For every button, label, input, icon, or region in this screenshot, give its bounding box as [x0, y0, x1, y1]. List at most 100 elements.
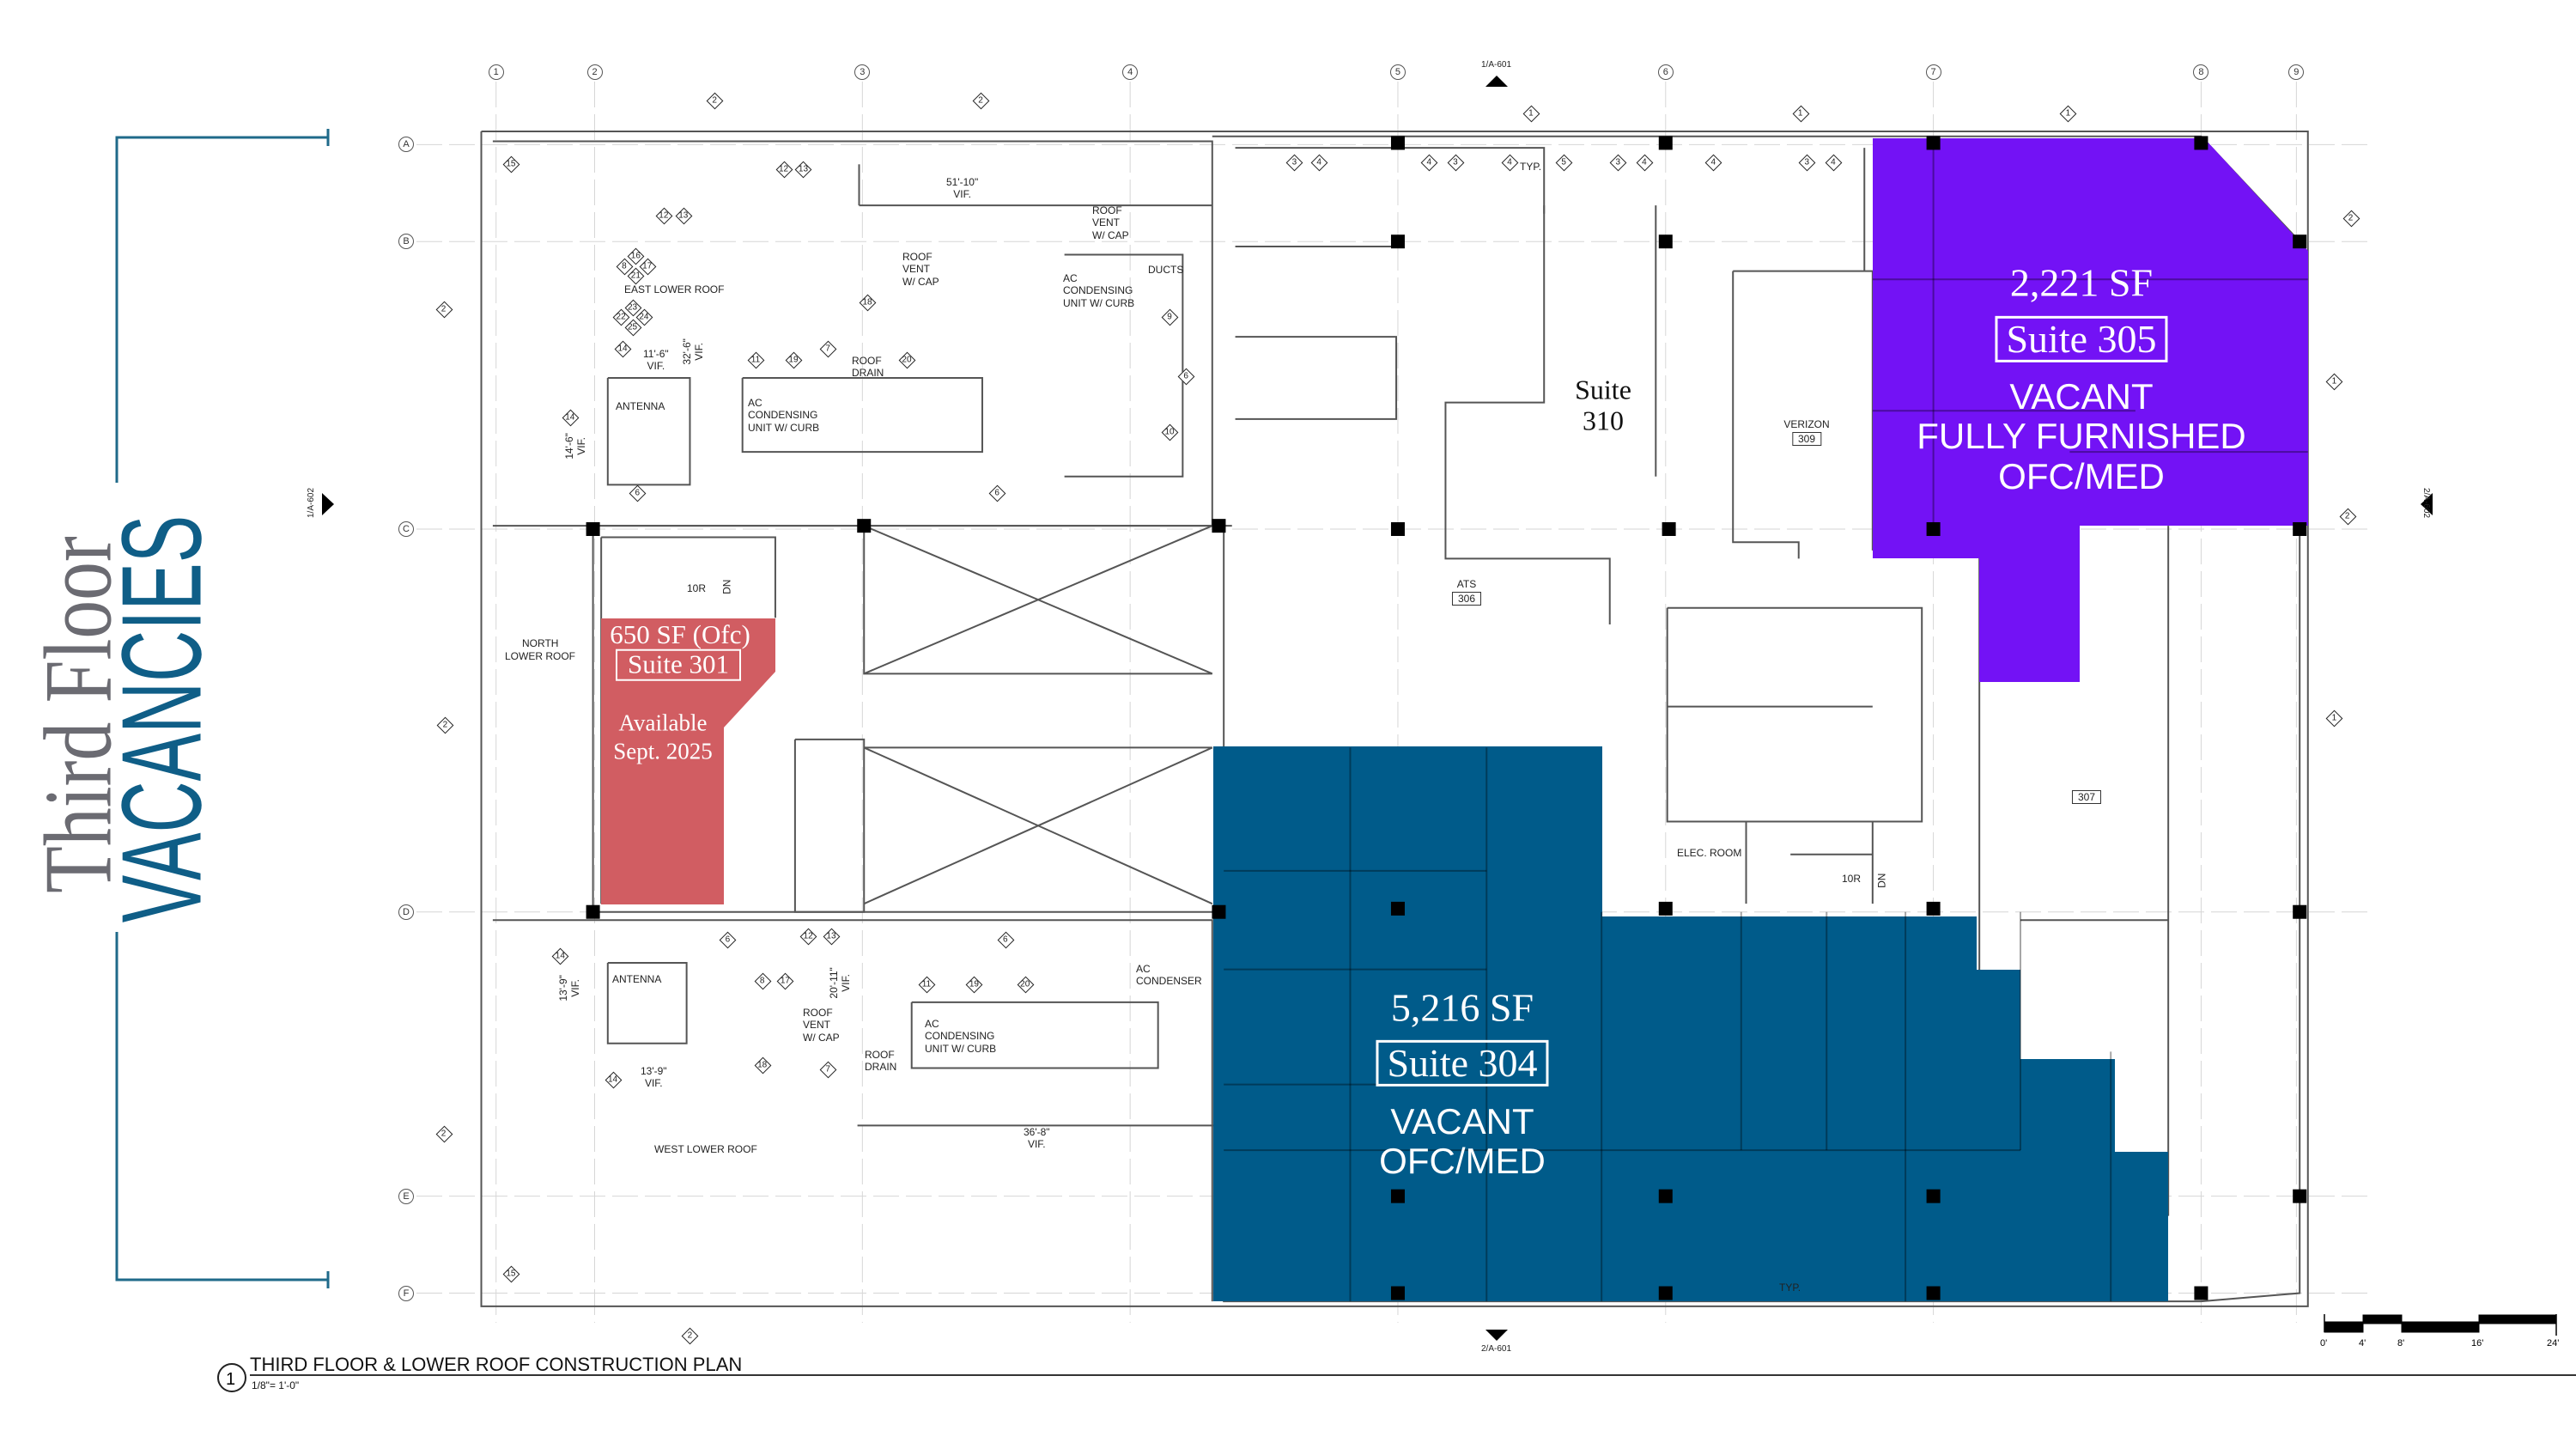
keynote-tag: 13 — [796, 162, 811, 177]
keynote-number: 25 — [627, 322, 638, 332]
text: ROOF — [865, 1049, 895, 1061]
keynote-tag: 6 — [720, 933, 735, 947]
column — [857, 519, 872, 533]
wall — [1064, 253, 1184, 478]
dimension-value: 36'-8" — [1024, 1126, 1050, 1138]
keynote-tag: 15 — [503, 1266, 518, 1281]
suite-301-availability-line2: Sept. 2025 — [613, 738, 713, 764]
column — [586, 904, 600, 919]
keynote-tag: 19 — [786, 352, 800, 367]
dimension: 14'-6"VIF. — [563, 433, 588, 460]
keynote-number: 1 — [2065, 108, 2071, 119]
keynote-tag: 8 — [617, 259, 631, 273]
keynote-tag: 4 — [1637, 155, 1651, 170]
keynote-number: 1 — [2331, 376, 2337, 387]
keynote-tag: 2 — [436, 301, 451, 316]
wall — [480, 131, 2309, 1307]
dimension-value: 13'-9" — [641, 1065, 667, 1077]
keynote-number: 3 — [1804, 157, 1810, 167]
keynote-tag: 12 — [776, 162, 791, 177]
section-marker-right — [2421, 493, 2433, 515]
column — [2293, 904, 2307, 919]
column — [1926, 1189, 1941, 1203]
text: UNIT W/ CURB — [925, 1042, 997, 1055]
keynote-number: 23 — [627, 302, 638, 313]
keynote-tag: 14 — [605, 1072, 620, 1087]
keynote-tag: 4 — [1312, 155, 1327, 170]
stair-dn-label: DN — [720, 579, 733, 594]
suite-304-name: Suite 304 — [1376, 1039, 1549, 1087]
keynote-number: 17 — [642, 261, 653, 271]
suite-310-label-line2: 310 — [1583, 405, 1624, 436]
keynote-tag: 22 — [614, 310, 629, 325]
text: DRAIN — [852, 367, 884, 380]
suite-301-name: Suite 301 — [616, 648, 741, 681]
text: CONDENSING — [925, 1030, 995, 1043]
keynote-tag: 13 — [823, 929, 838, 944]
keynote-number: 4 — [1507, 157, 1512, 167]
column — [1926, 901, 1941, 916]
section-ref-left: 1/A-602 — [307, 487, 317, 519]
keynote-tag: 3 — [1611, 155, 1625, 170]
text: AC — [1136, 963, 1151, 975]
keynote-number: 5 — [1561, 157, 1566, 167]
keynote-number: 13 — [798, 164, 809, 174]
text: VENT — [902, 263, 931, 276]
keynote-tag: 2 — [438, 717, 453, 732]
text: UNIT W/ CURB — [1063, 296, 1135, 309]
column — [2293, 1189, 2307, 1203]
keynote-tag: 19 — [967, 977, 981, 991]
grid-row-bubble: B — [398, 234, 414, 250]
antenna-label-north: ANTENNA — [616, 400, 665, 412]
wall — [492, 140, 1213, 527]
column — [1390, 1189, 1405, 1203]
suite-310-label-line1: Suite — [1575, 374, 1631, 405]
grid-column-bubble: 6 — [1657, 64, 1674, 80]
keynote-number: 2 — [687, 1330, 693, 1341]
keynote-number: 12 — [778, 164, 789, 174]
wall — [1235, 147, 1546, 214]
column — [1390, 1286, 1405, 1300]
text: AC — [1063, 272, 1078, 284]
section-marker-top — [1485, 76, 1508, 87]
dimension-note: VIF. — [569, 979, 582, 997]
column — [1926, 521, 1941, 536]
wall — [1666, 606, 1923, 823]
keynote-tag: 6 — [990, 485, 1005, 500]
keynote-tag: 3 — [1800, 155, 1814, 170]
column — [1662, 521, 1676, 536]
dimension-value: 13'-9" — [556, 975, 569, 1002]
room-label-elec: ELEC. ROOM — [1677, 847, 1742, 859]
keynote-number: 4 — [1831, 157, 1836, 167]
keynote-tag: 1 — [1523, 106, 1538, 120]
text: CONDENSING — [748, 409, 818, 422]
stair-dn-label-2: DN — [1875, 873, 1888, 888]
antenna-label-south: ANTENNA — [612, 973, 662, 985]
keynote-number: 19 — [969, 979, 979, 989]
keynote-number: 2 — [2348, 213, 2354, 223]
scale-tick-label: 8' — [2397, 1338, 2405, 1349]
grid-column-bubble: 9 — [2288, 64, 2305, 80]
text: AC — [925, 1018, 939, 1030]
title-bracket — [115, 129, 330, 1288]
column — [1390, 521, 1405, 536]
column — [1390, 901, 1405, 916]
keynote-number: 24 — [639, 312, 649, 322]
text: ROOF — [1092, 204, 1122, 216]
keynote-number: 14 — [565, 412, 575, 423]
keynote-number: 2 — [442, 720, 448, 730]
keynote-number: 6 — [635, 488, 641, 498]
north-lower-roof-label-2: LOWER ROOF — [505, 650, 576, 662]
keynote-tag: 23 — [625, 300, 640, 314]
grid-row-bubble: F — [398, 1285, 414, 1301]
keynote-number: 2 — [2344, 511, 2350, 521]
keynote-number: 10 — [1164, 427, 1175, 437]
keynote-number: 2 — [978, 95, 983, 106]
section-marker-left — [322, 493, 334, 515]
keynote-number: 15 — [506, 159, 516, 169]
grid-column-bubble: 8 — [2193, 64, 2209, 80]
drawing-number: 1 — [226, 1370, 236, 1389]
keynote-number: 13 — [826, 931, 836, 941]
